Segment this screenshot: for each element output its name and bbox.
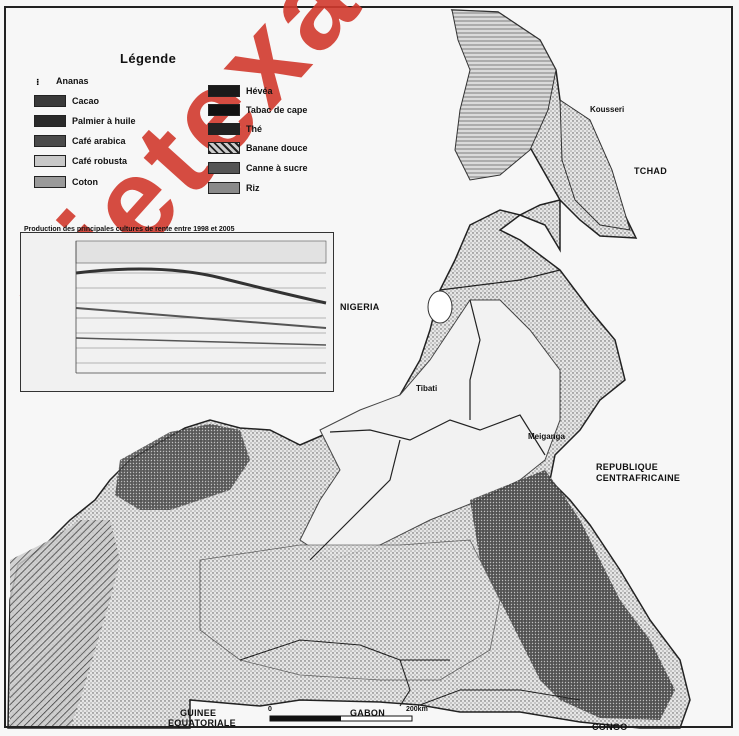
legend-swatch: [208, 85, 240, 97]
legend-label: Café arabica: [72, 136, 126, 146]
label-tchad: TCHAD: [634, 166, 667, 176]
legend-swatch: [208, 123, 240, 135]
legend-swatch: ⁝: [34, 75, 50, 88]
scale-label-left: 0: [268, 706, 272, 713]
legend-item-coton: Coton: [34, 175, 98, 189]
inset-chart-plot: [75, 240, 327, 374]
legend-label: Thé: [246, 124, 263, 134]
legend-swatch: [208, 104, 240, 116]
region-boundary: [239, 639, 450, 661]
label-kousseri: Kousseri: [590, 105, 625, 114]
southern-band-shading: [199, 539, 501, 681]
legend-swatch: [34, 135, 66, 147]
legend-swatch: [34, 115, 66, 127]
label-meiganga: Meiganga: [528, 432, 565, 441]
legend-item-canne: Canne à sucre: [208, 161, 308, 175]
lake: [427, 290, 453, 324]
legend-label: Banane douce: [246, 143, 308, 153]
legend-swatch: [208, 182, 240, 194]
coastal-hatched-area: [10, 520, 120, 728]
legend-label: Café robusta: [72, 156, 128, 166]
region-boundary: [419, 689, 581, 706]
legend-swatch: [34, 176, 66, 188]
western-highlands-shading: [115, 424, 250, 510]
label-rca-line2: CENTRAFRICAINE: [596, 473, 681, 483]
legend-title: Légende: [120, 51, 177, 66]
svg-text:⁝: ⁝: [36, 78, 39, 87]
legend-item-palmier: Palmier à huile: [34, 114, 136, 128]
legend-label: Coton: [72, 177, 98, 187]
legend-item-cacao: Cacao: [34, 94, 99, 108]
region-boundary: [309, 439, 401, 561]
legend-swatch: [208, 142, 240, 154]
scale-label-right: 200km: [406, 706, 428, 713]
legend-label: Hévéa: [246, 86, 273, 96]
scale-bar-segment: [270, 716, 341, 721]
label-congo: CONGO: [592, 722, 628, 732]
legend-label: Cacao: [72, 96, 100, 106]
label-guinee-line2: EQUATORIALE: [168, 718, 236, 728]
legend-item-ananas: ⁝ Ananas: [34, 74, 89, 88]
inset-chart-title: Production des principales cultures de r…: [24, 226, 235, 233]
legend-item-cafe-arabica: Café arabica: [34, 134, 126, 148]
legend-item-hevea: Hévéa: [208, 84, 273, 98]
north-region-shading: [451, 9, 557, 181]
region-boundary: [399, 659, 411, 707]
region-boundary: [469, 299, 481, 420]
legend-item-riz: Riz: [208, 181, 260, 195]
inset-chart: [20, 232, 334, 392]
lake-chad-area: [559, 99, 631, 231]
ananas-symbol-icon: ⁝: [36, 78, 39, 88]
legend-label: Canne à sucre: [246, 163, 308, 173]
legend-swatch: [34, 155, 66, 167]
legend-item-cafe-robusta: Café robusta: [34, 154, 127, 168]
region-boundary: [439, 269, 561, 291]
legend-label: Palmier à huile: [72, 116, 136, 126]
legend-item-the: Thé: [208, 122, 262, 136]
legend-swatch: [34, 95, 66, 107]
legend-label: Ananas: [56, 76, 89, 86]
eastern-forest-shading: [470, 470, 675, 720]
legend-label: Riz: [246, 183, 260, 193]
legend-item-tabac: Tabac de cape: [208, 103, 307, 117]
region-boundary: [329, 414, 546, 456]
label-guinee-line1: GUINEE: [180, 708, 217, 718]
label-nigeria: NIGERIA: [340, 302, 380, 312]
legend-label: Tabac de cape: [246, 105, 308, 115]
label-gabon: GABON: [350, 708, 385, 718]
label-rca-line1: REPUBLIQUE: [596, 462, 659, 472]
label-tibati: Tibati: [416, 384, 438, 393]
legend-item-banane: Banane douce: [208, 141, 308, 155]
legend-swatch: [208, 162, 240, 174]
